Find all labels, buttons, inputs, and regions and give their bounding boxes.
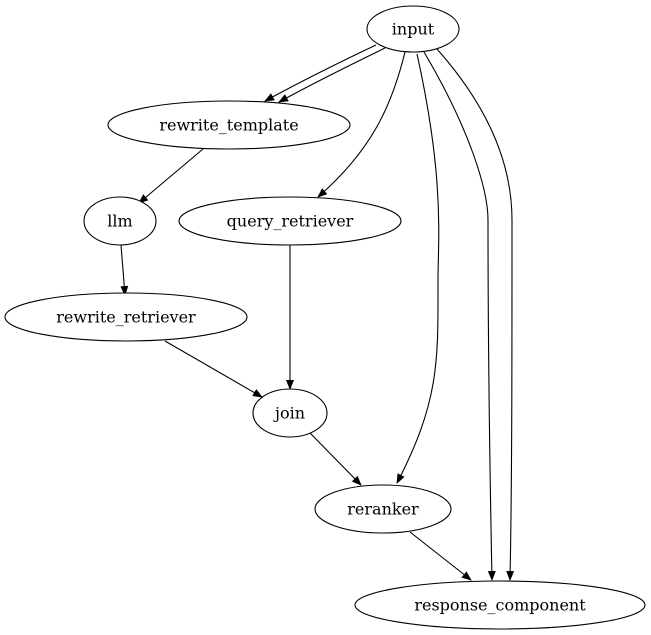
node-response-component[interactable]: response_component	[354, 580, 646, 630]
node-label-query-retriever: query_retriever	[227, 212, 354, 231]
edge-reranker-response-component	[409, 531, 472, 581]
node-label-join: join	[273, 404, 305, 423]
nodes: input rewrite_template llm query_retriev…	[4, 5, 646, 630]
node-rewrite-template[interactable]: rewrite_template	[107, 100, 351, 150]
node-llm[interactable]: llm	[83, 196, 157, 246]
node-label-llm: llm	[107, 212, 132, 231]
node-query-retriever[interactable]: query_retriever	[178, 196, 402, 246]
node-label-response-component: response_component	[414, 596, 586, 615]
edge-input-response-component-2	[436, 48, 515, 581]
edge-input-query-retriever	[317, 51, 406, 198]
node-join[interactable]: join	[252, 388, 328, 438]
edge-input-response-component-1	[423, 51, 496, 581]
node-label-rewrite-template: rewrite_template	[159, 116, 298, 135]
node-rewrite-retriever[interactable]: rewrite_retriever	[4, 292, 248, 342]
edge-rewrite-retriever-join	[164, 340, 263, 398]
node-input[interactable]: input	[366, 5, 460, 53]
edge-join-reranker	[309, 432, 362, 486]
node-reranker[interactable]: reranker	[314, 484, 452, 534]
edges	[120, 44, 515, 581]
edge-input-rewrite-template-2	[278, 47, 386, 103]
node-label-input: input	[392, 20, 435, 39]
edge-llm-rewrite-retriever	[120, 244, 129, 296]
edge-rewrite-template-llm	[138, 148, 204, 204]
node-label-reranker: reranker	[347, 500, 419, 519]
edge-input-reranker	[396, 53, 440, 484]
node-label-rewrite-retriever: rewrite_retriever	[56, 308, 196, 327]
edge-input-rewrite-template-1	[264, 44, 377, 102]
